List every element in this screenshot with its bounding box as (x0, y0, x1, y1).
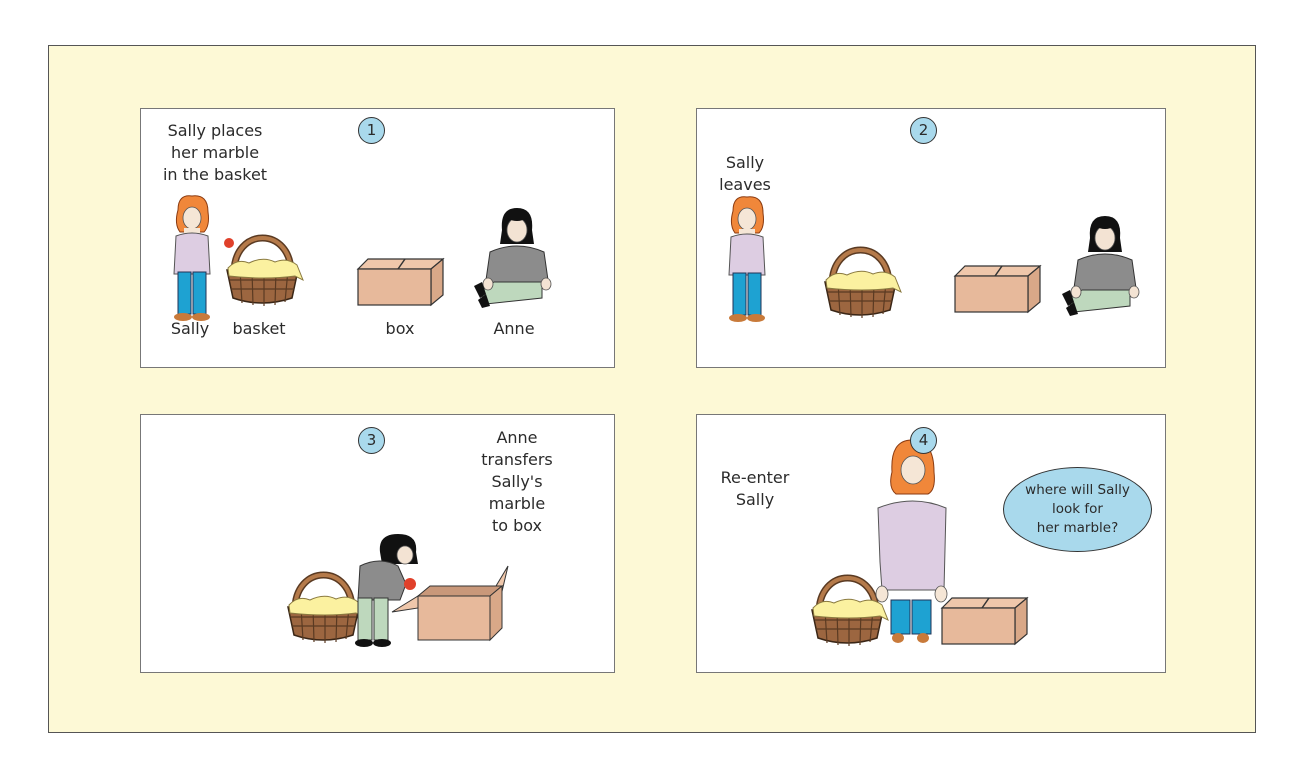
sally-figure (173, 195, 211, 322)
open-box-figure (391, 565, 509, 642)
caption-line: Sally's (491, 472, 543, 491)
caption-line: marble (488, 494, 546, 513)
anne-figure (473, 207, 552, 309)
label-box: box (385, 319, 415, 338)
sally-front-figure (875, 439, 948, 643)
marble (224, 238, 234, 248)
basket-figure (227, 238, 303, 306)
caption-line: transfers (481, 450, 553, 469)
question-line: look for (1052, 501, 1103, 517)
question-bubble: where will Sally look for her marble? (1003, 467, 1152, 552)
caption-line: Anne (496, 428, 538, 447)
caption-line: leaves (719, 175, 771, 194)
anne-standing-figure (355, 534, 418, 647)
caption-1: Sally places her marble in the basket (163, 120, 267, 186)
box-figure (357, 258, 444, 306)
step-badge-2: 2 (910, 117, 937, 144)
caption-2: Sally leaves (719, 152, 771, 196)
step-badge-4: 4 (910, 427, 937, 454)
question-line: her marble? (1036, 520, 1119, 536)
box-figure (954, 265, 1041, 313)
basket-figure (812, 578, 888, 646)
caption-line: Sally (725, 153, 765, 172)
caption-line: her marble (170, 143, 260, 162)
label-basket: basket (232, 319, 286, 338)
caption-line: to box (491, 516, 543, 535)
anne-figure (1061, 215, 1140, 317)
caption-line: in the basket (162, 165, 268, 184)
caption-line: Sally (735, 490, 775, 509)
caption-line: Re-enter (720, 468, 790, 487)
caption-line: Sally places (167, 121, 263, 140)
question-line: where will Sally (1025, 482, 1130, 498)
panel-2 (696, 108, 1166, 368)
panel-1 (140, 108, 615, 368)
label-anne: Anne (493, 319, 535, 338)
caption-3: Anne transfers Sally's marble to box (481, 427, 553, 537)
basket-figure (825, 250, 901, 318)
caption-4: Re-enter Sally (721, 467, 790, 511)
basket-figure (288, 575, 364, 643)
label-sally: Sally (170, 319, 210, 338)
box-figure (941, 597, 1028, 645)
step-badge-1: 1 (358, 117, 385, 144)
step-badge-3: 3 (358, 427, 385, 454)
sally-figure (728, 196, 766, 323)
